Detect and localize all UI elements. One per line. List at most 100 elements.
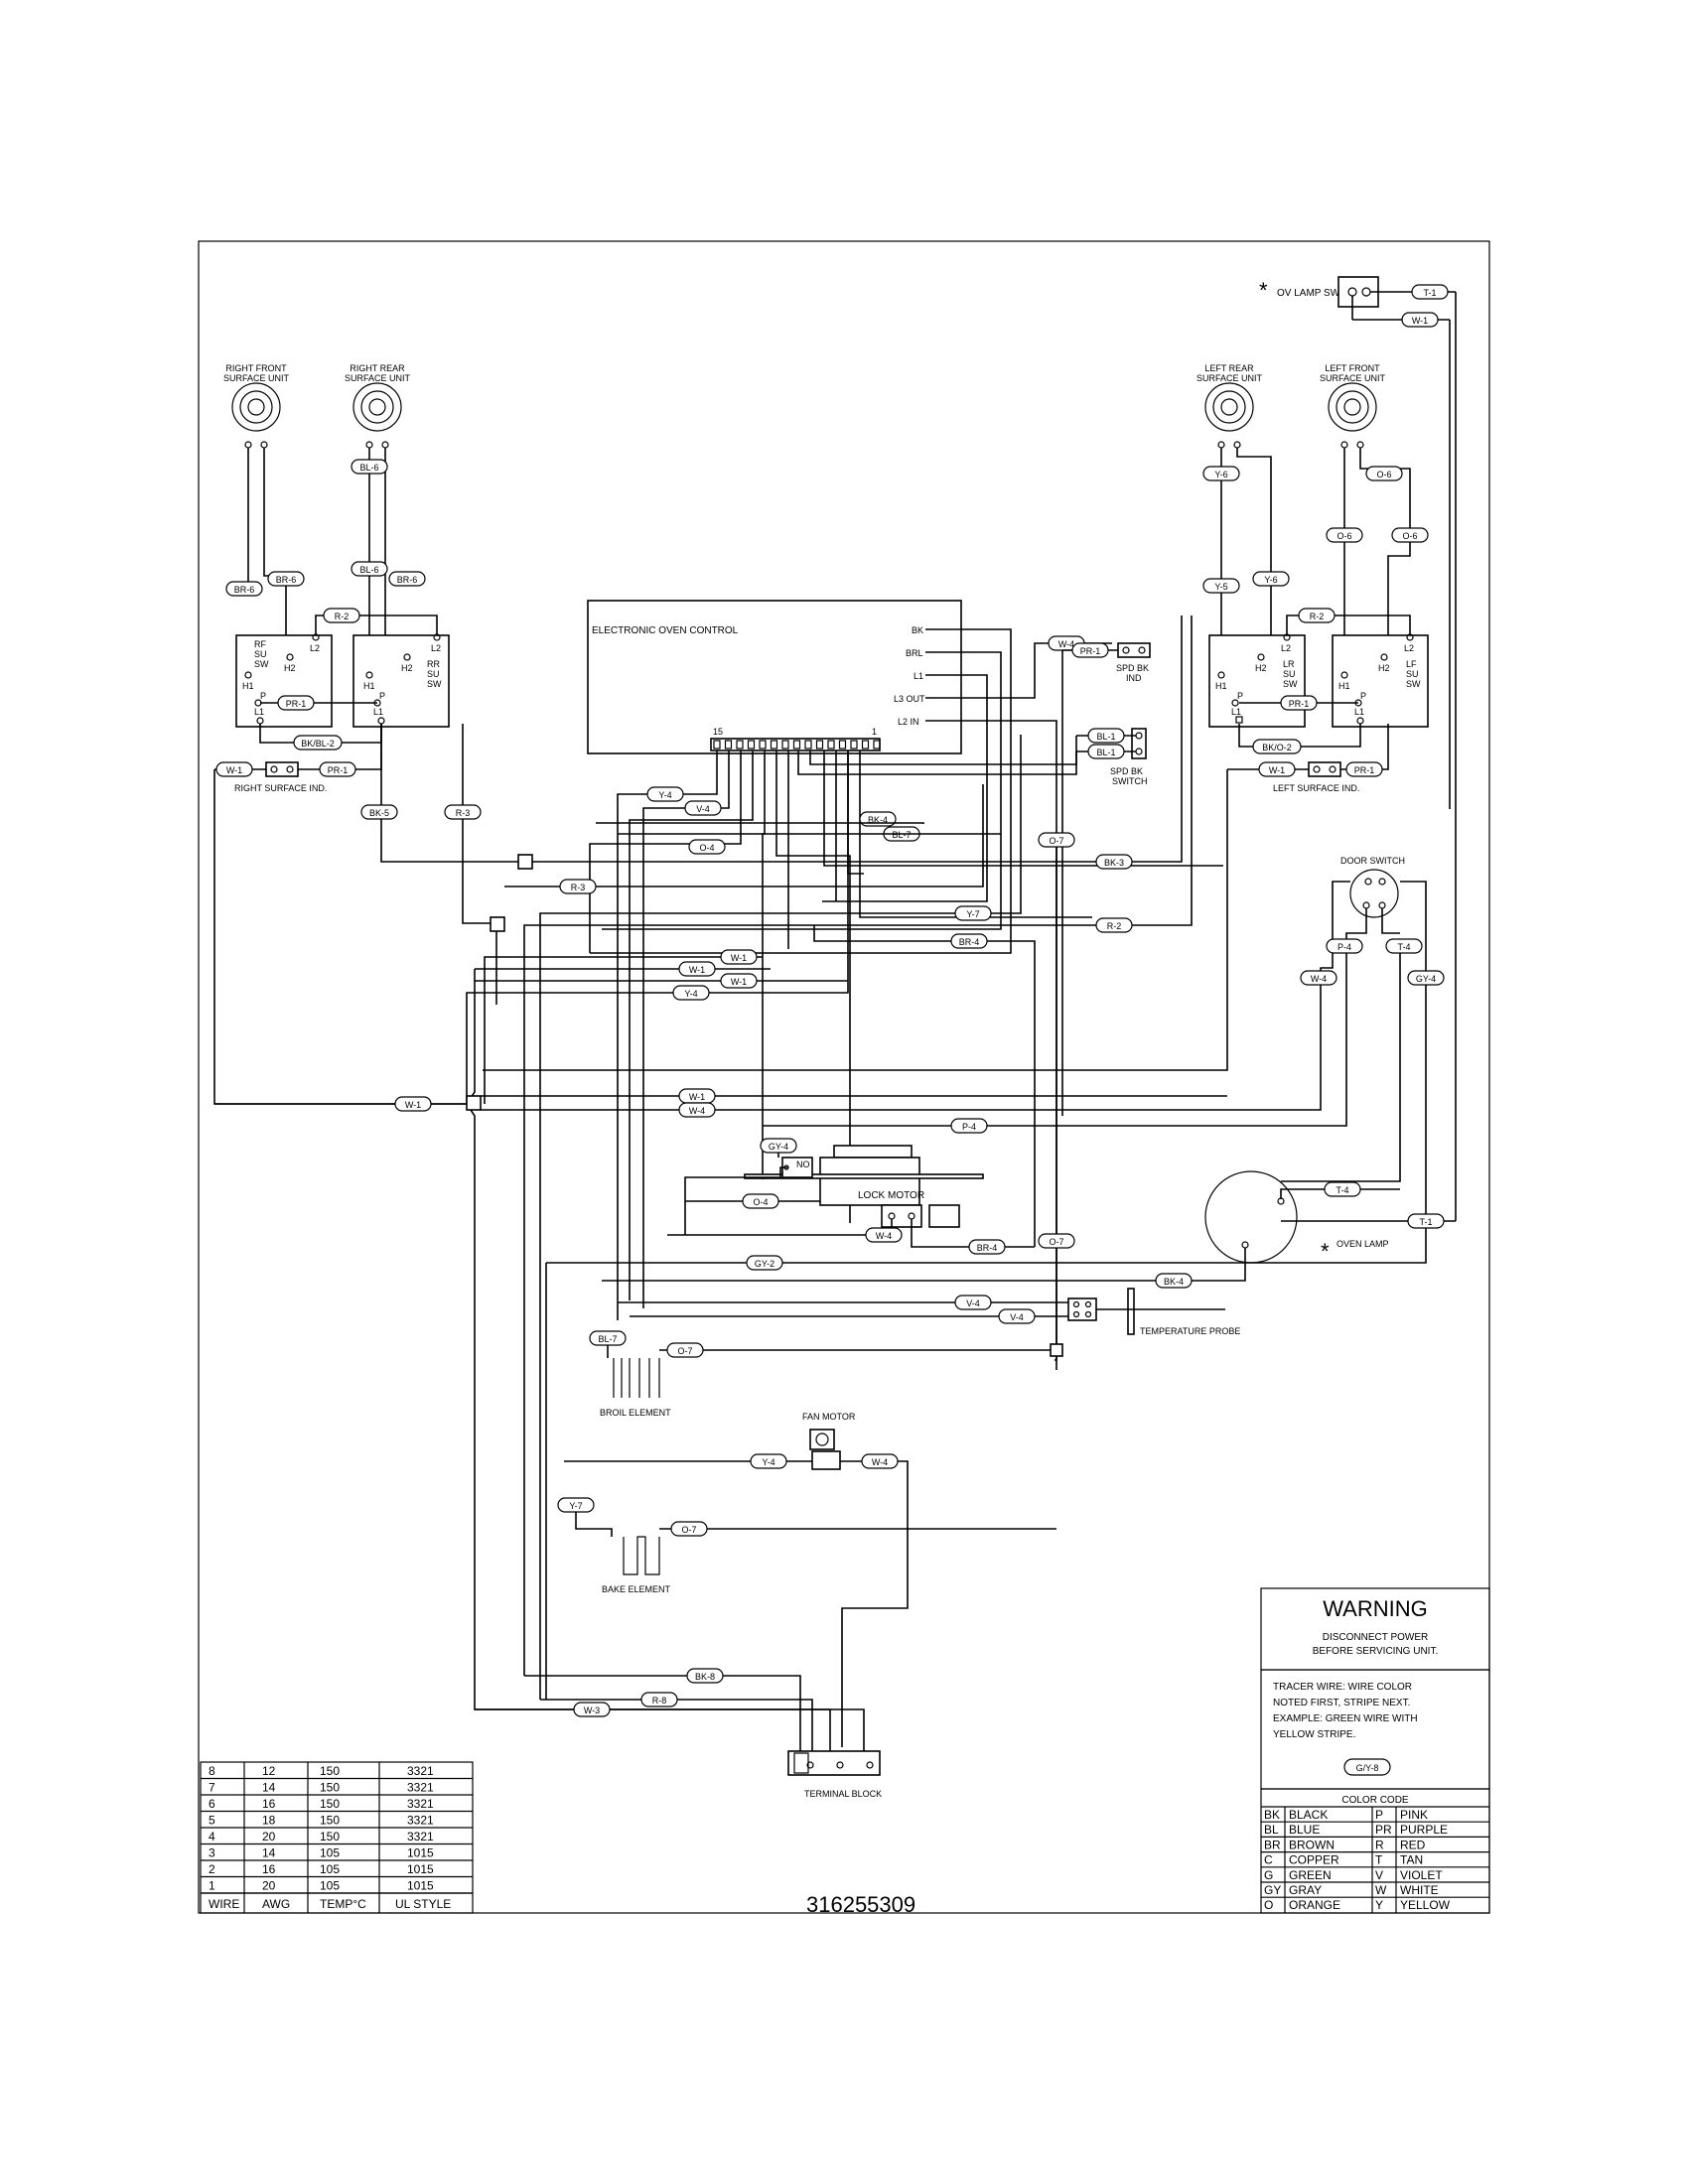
- wire-tag-w4-door: W-4: [1300, 970, 1337, 986]
- wire-table-cell: 150: [320, 1764, 340, 1778]
- tracer-example-tag: G/Y-8: [1356, 1763, 1379, 1773]
- wire-tag-label: W-4: [1311, 974, 1327, 984]
- label-line: IND: [1126, 673, 1142, 683]
- wire-tag-bl6-a: BL-6: [351, 459, 388, 475]
- terminal-block: TERMINAL BLOCK: [787, 1750, 882, 1799]
- wire-tag-label: Y-7: [569, 1501, 582, 1511]
- wire-tag-label: BR-6: [234, 585, 255, 595]
- wire-table-cell: 18: [262, 1814, 276, 1828]
- wire-tag-label: O-4: [753, 1197, 768, 1207]
- wire-tag-bk5: BK-5: [360, 804, 398, 820]
- wire-tag-w4-lock: W-4: [865, 1227, 903, 1243]
- wire-tag-o7-bake: O-7: [670, 1521, 708, 1537]
- eoc-pin: [781, 740, 789, 750]
- term-label: H2: [401, 663, 413, 673]
- wire-tag-label: W-4: [876, 1231, 892, 1241]
- label-line: SU: [1406, 669, 1419, 679]
- wire-table-cell: 3321: [407, 1814, 434, 1828]
- wire-tag-label: T-1: [1419, 1217, 1432, 1227]
- indicator-label: RIGHT SURFACE IND.: [234, 783, 327, 793]
- wire-tag-y6-a: Y-6: [1202, 466, 1240, 481]
- wire-tag-label: Y-4: [762, 1457, 774, 1467]
- wire-tag-label: BK-4: [1164, 1277, 1184, 1287]
- wire-tag-label: P-4: [1337, 942, 1351, 952]
- color-code-cell: G: [1264, 1868, 1273, 1882]
- lock-motor-label: LOCK MOTOR: [858, 1190, 924, 1201]
- color-code-cell: BR: [1264, 1838, 1281, 1851]
- wire-tag-br6-c: BR-6: [388, 571, 426, 587]
- wire-tag-br4-a: BR-4: [950, 933, 988, 949]
- wire-tag-label: V-4: [966, 1298, 980, 1308]
- wire-table-cell: 1015: [407, 1846, 434, 1860]
- oven-lamp: * OVEN LAMP: [1204, 1170, 1389, 1264]
- eoc-pin: [747, 740, 756, 750]
- wire-tag-bk3: BK-3: [1095, 854, 1133, 870]
- color-code-cell: Y: [1375, 1898, 1383, 1912]
- wire-table-cell: 150: [320, 1830, 340, 1843]
- eoc-pin: [873, 740, 881, 750]
- wire-tag-bk4-lamp: BK-4: [1155, 1273, 1193, 1289]
- eoc-pin: [713, 740, 721, 750]
- eoc-pin: [827, 740, 835, 750]
- wire-table-cell: 7: [209, 1781, 215, 1795]
- label-line: RR: [427, 659, 440, 669]
- left-rear-surface-unit: LEFT REAR SURFACE UNIT: [1196, 363, 1263, 449]
- eoc-pin-label: L2 IN: [898, 717, 919, 727]
- term-label: H1: [1215, 681, 1227, 691]
- wire-tag-o6-c: O-6: [1391, 527, 1429, 543]
- color-code-cell: GY: [1264, 1883, 1281, 1897]
- color-code-cell: TAN: [1400, 1853, 1423, 1867]
- wire-tag-label: BR-4: [977, 1243, 998, 1253]
- wire-tag-o4-lock: O-4: [742, 1193, 779, 1209]
- label-line: SWITCH: [1112, 776, 1148, 786]
- term-label: H2: [1378, 663, 1390, 673]
- wire-tag-r8: R-8: [640, 1692, 678, 1707]
- label-line: SPD BK: [1116, 663, 1149, 673]
- term-label: L1: [1231, 707, 1241, 717]
- wire-tag-bkbl2: BK/BL-2: [293, 735, 343, 751]
- wire-tag-label: Y-6: [1214, 470, 1227, 479]
- label-line: SW: [254, 659, 269, 669]
- wire-tag-pr1-lsi: PR-1: [1345, 761, 1383, 777]
- term-label: H2: [1255, 663, 1267, 673]
- wire-tag-label: R-2: [1310, 612, 1325, 621]
- wire-tag-label: T-1: [1423, 288, 1436, 298]
- wire-tag-label: Y-7: [966, 909, 979, 919]
- wire-tag-y4-eoc: Y-4: [646, 786, 684, 802]
- temperature-probe-label: TEMPERATURE PROBE: [1140, 1326, 1240, 1336]
- label-line: RF: [254, 639, 266, 649]
- wire-tag-label: GY-4: [1416, 974, 1436, 984]
- wire-tag-r2-mid: R-2: [1095, 917, 1133, 933]
- eoc-pin: [736, 740, 744, 750]
- label-line: LEFT REAR: [1204, 363, 1254, 373]
- wire-tag-label: O-7: [1049, 1237, 1063, 1247]
- wire-tag-label: PR-1: [286, 699, 307, 709]
- color-code-cell: T: [1375, 1853, 1383, 1867]
- wire-tag-bl1-b: BL-1: [1087, 744, 1125, 759]
- term-label: L2: [431, 643, 441, 653]
- wire-table-header: TEMP°C: [320, 1897, 366, 1911]
- wire-tag-label: W-1: [1269, 765, 1285, 775]
- wire-table-cell: 3321: [407, 1797, 434, 1811]
- color-code-cell: ORANGE: [1289, 1898, 1340, 1912]
- term-label: L1: [1354, 707, 1364, 717]
- lock-motor: LOCK MOTOR NO: [744, 1145, 984, 1228]
- wire-tag-label: BK/O-2: [1262, 743, 1292, 752]
- wire-tag-label: R-8: [652, 1696, 667, 1706]
- term-label: H2: [284, 663, 296, 673]
- fan-motor: FAN MOTOR: [802, 1412, 856, 1470]
- warning-box: WARNING DISCONNECT POWER BEFORE SERVICIN…: [1260, 1587, 1490, 1790]
- wire-tag-label: W-4: [689, 1106, 705, 1116]
- wire-table-cell: 3: [209, 1846, 215, 1860]
- wire-tag-label: W-1: [731, 977, 747, 987]
- wire-tag-label: PR-1: [1289, 699, 1310, 709]
- eoc-term-label: 15: [713, 727, 723, 737]
- wire-tag-v4-eoc: V-4: [684, 800, 722, 816]
- color-code-cell: WHITE: [1400, 1883, 1439, 1897]
- oven-lamp-label: OVEN LAMP: [1336, 1239, 1389, 1249]
- wire-tag-label: R-2: [1107, 921, 1122, 931]
- tracer-line: TRACER WIRE: WIRE COLOR: [1273, 1682, 1412, 1693]
- color-code-cell: BROWN: [1289, 1838, 1335, 1851]
- term-label: L2: [1281, 643, 1291, 653]
